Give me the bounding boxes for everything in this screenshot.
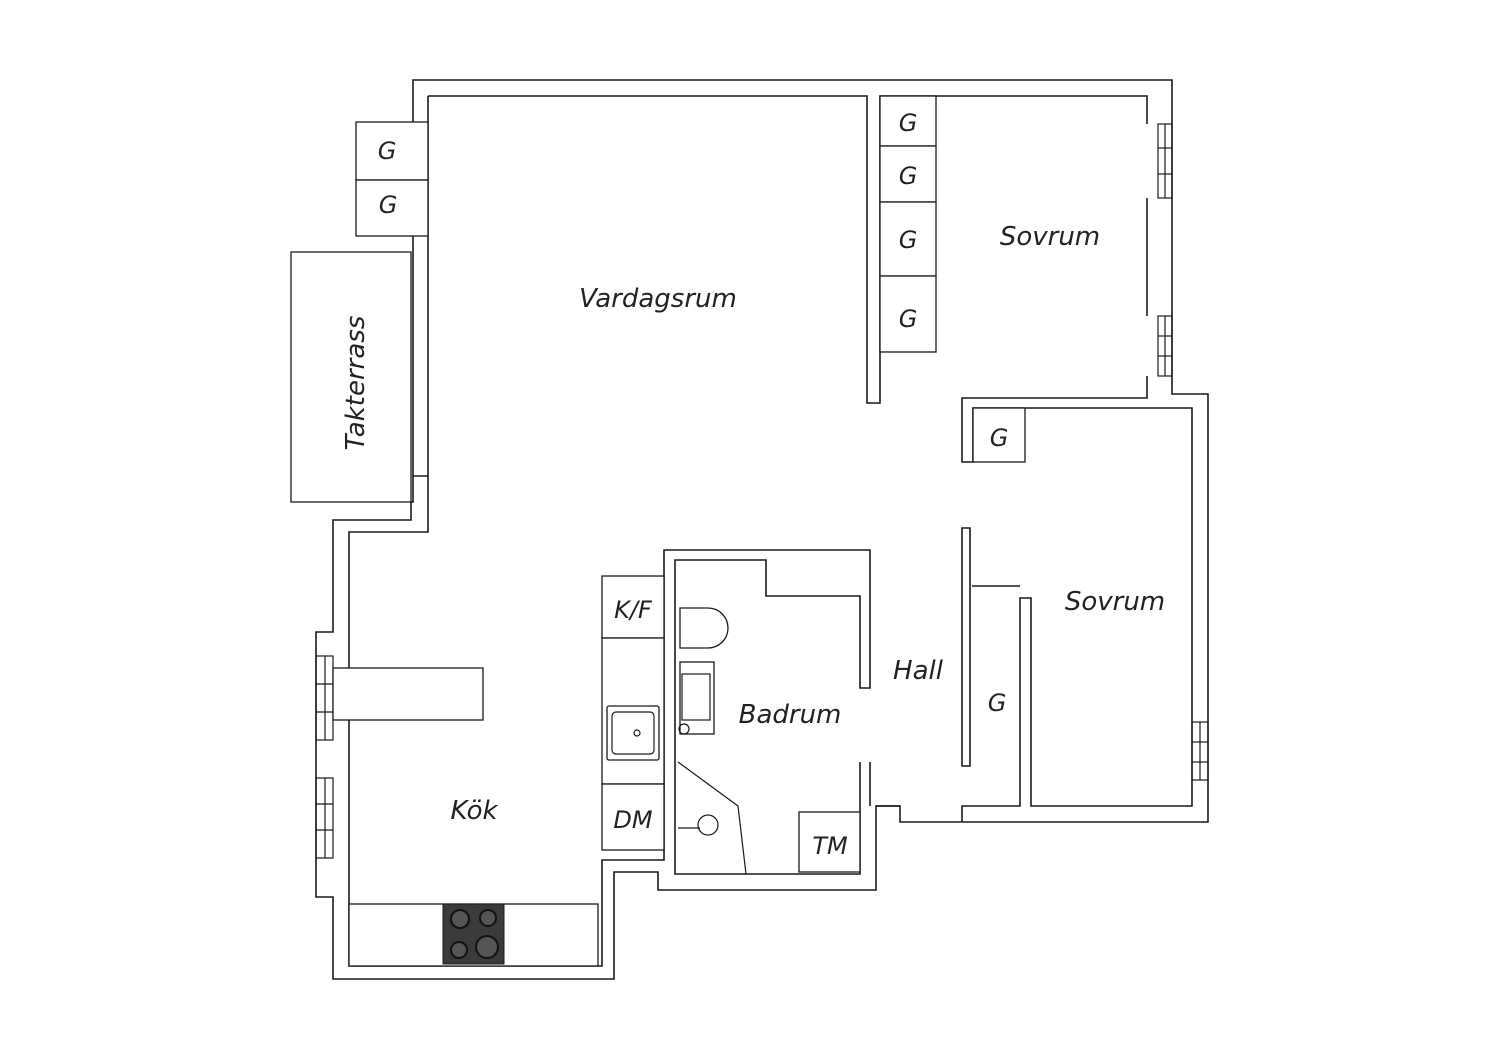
label-kitchen: Kök <box>450 796 498 826</box>
label-closet-mid-1: G <box>899 109 918 137</box>
closet-mid-2 <box>879 145 937 203</box>
label-fridge-freezer: K/F <box>614 596 653 624</box>
closet-mid-3 <box>879 201 937 277</box>
label-closet-mid-4: G <box>899 305 918 333</box>
burner-3 <box>450 941 468 959</box>
label-bathroom: Badrum <box>739 700 842 730</box>
kitchen-sink-basin <box>611 711 655 755</box>
label-closet-left-1: G <box>378 137 397 165</box>
shower-screen <box>677 761 747 875</box>
burner-2 <box>479 909 497 927</box>
dishwasher <box>601 783 665 851</box>
label-hall: Hall <box>893 656 944 686</box>
label-living-room: Vardagsrum <box>579 284 737 314</box>
outer-wall-outline <box>315 79 1209 980</box>
burner-1 <box>450 909 470 929</box>
toilet <box>679 607 729 649</box>
fridge-freezer <box>601 575 665 639</box>
burner-4 <box>475 935 499 959</box>
closet-mid-1 <box>879 95 937 147</box>
window-bedroom-right <box>1191 721 1209 781</box>
label-bedroom-top: Sovrum <box>1000 222 1100 252</box>
bathroom-sink-drain <box>678 723 690 735</box>
label-washing-machine: TM <box>812 832 848 860</box>
window-kitchen-2 <box>315 777 334 859</box>
shower-drain <box>697 814 719 836</box>
label-closet-left-2: G <box>379 191 398 219</box>
bathroom-sink <box>679 661 715 735</box>
label-roof-terrace: Takterrass <box>341 316 371 451</box>
closet-mid-4 <box>879 275 937 353</box>
label-closet-bedroom: G <box>990 424 1009 452</box>
closet-bedroom <box>972 407 1026 463</box>
kitchen-island <box>332 667 484 721</box>
window-bedroom-top-1 <box>1157 123 1173 199</box>
label-closet-mid-3: G <box>899 226 918 254</box>
window-bedroom-top-2 <box>1157 315 1173 377</box>
label-closet-mid-2: G <box>899 162 918 190</box>
closet-left-2 <box>355 179 429 237</box>
window-kitchen-1 <box>315 655 334 741</box>
label-dishwasher: DM <box>613 806 652 834</box>
inner-wall-outline <box>348 95 1193 967</box>
roof-terrace <box>290 251 412 503</box>
kitchen-sink <box>606 705 660 761</box>
label-bedroom-right: Sovrum <box>1065 587 1165 617</box>
bathroom-sink-basin <box>681 673 711 721</box>
washing-machine <box>798 811 861 873</box>
label-closet-hall: G <box>988 689 1007 717</box>
inner-wall-hall <box>859 527 1020 808</box>
kitchen-sink-drain <box>633 729 641 737</box>
closet-left-1 <box>355 121 429 181</box>
